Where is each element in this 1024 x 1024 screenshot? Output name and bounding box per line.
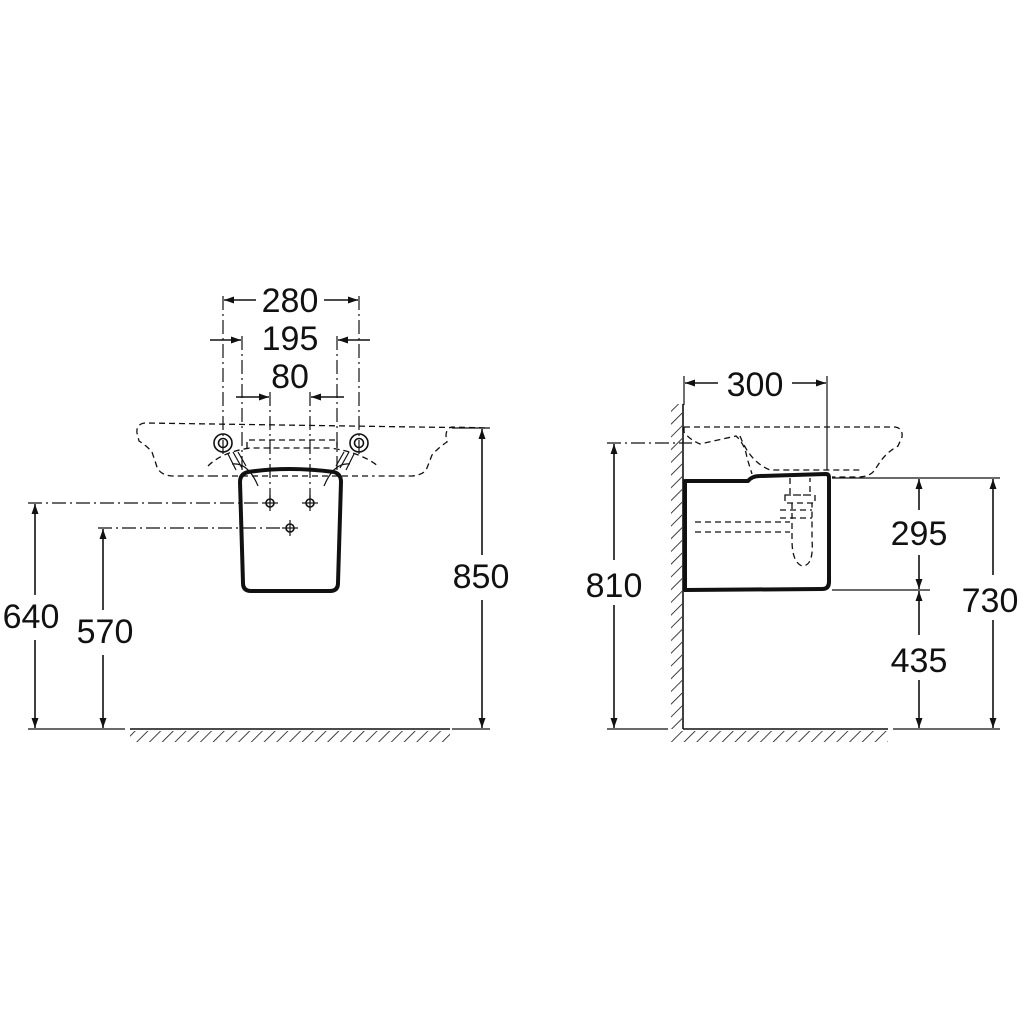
dim-label-850: 850 — [453, 558, 510, 596]
waste-point-icon — [282, 520, 298, 536]
dim-label-280: 280 — [262, 282, 319, 320]
dim-label-730: 730 — [962, 582, 1019, 620]
front-basin-bowl — [207, 447, 379, 467]
side-view: 300 810 295 435 730 — [586, 366, 1019, 742]
dim-label-640: 640 — [3, 598, 60, 636]
dim-label-435: 435 — [891, 642, 948, 680]
front-basin-outline — [136, 422, 486, 477]
front-basin-inner — [246, 439, 338, 448]
front-pedestal — [238, 467, 343, 593]
front-view: 280 195 80 640 570 850 — [3, 282, 510, 742]
right-tap-connector — [323, 451, 355, 487]
side-basin-outline — [683, 426, 903, 478]
waste-pipe — [695, 521, 790, 533]
left-tap-connector — [227, 451, 259, 487]
wall-hatch — [671, 404, 682, 729]
side-basin-bowl — [739, 435, 860, 471]
dim-label-80: 80 — [271, 358, 309, 396]
dim-label-295: 295 — [891, 515, 948, 553]
side-floor-hatch — [671, 731, 888, 742]
dim-label-570: 570 — [77, 613, 134, 651]
side-pedestal — [683, 472, 831, 592]
dim-label-810: 810 — [586, 567, 643, 605]
front-floor-hatch — [130, 731, 450, 742]
waste-trap — [780, 478, 816, 567]
dim-label-195: 195 — [262, 320, 319, 358]
dim-label-300: 300 — [727, 366, 784, 404]
